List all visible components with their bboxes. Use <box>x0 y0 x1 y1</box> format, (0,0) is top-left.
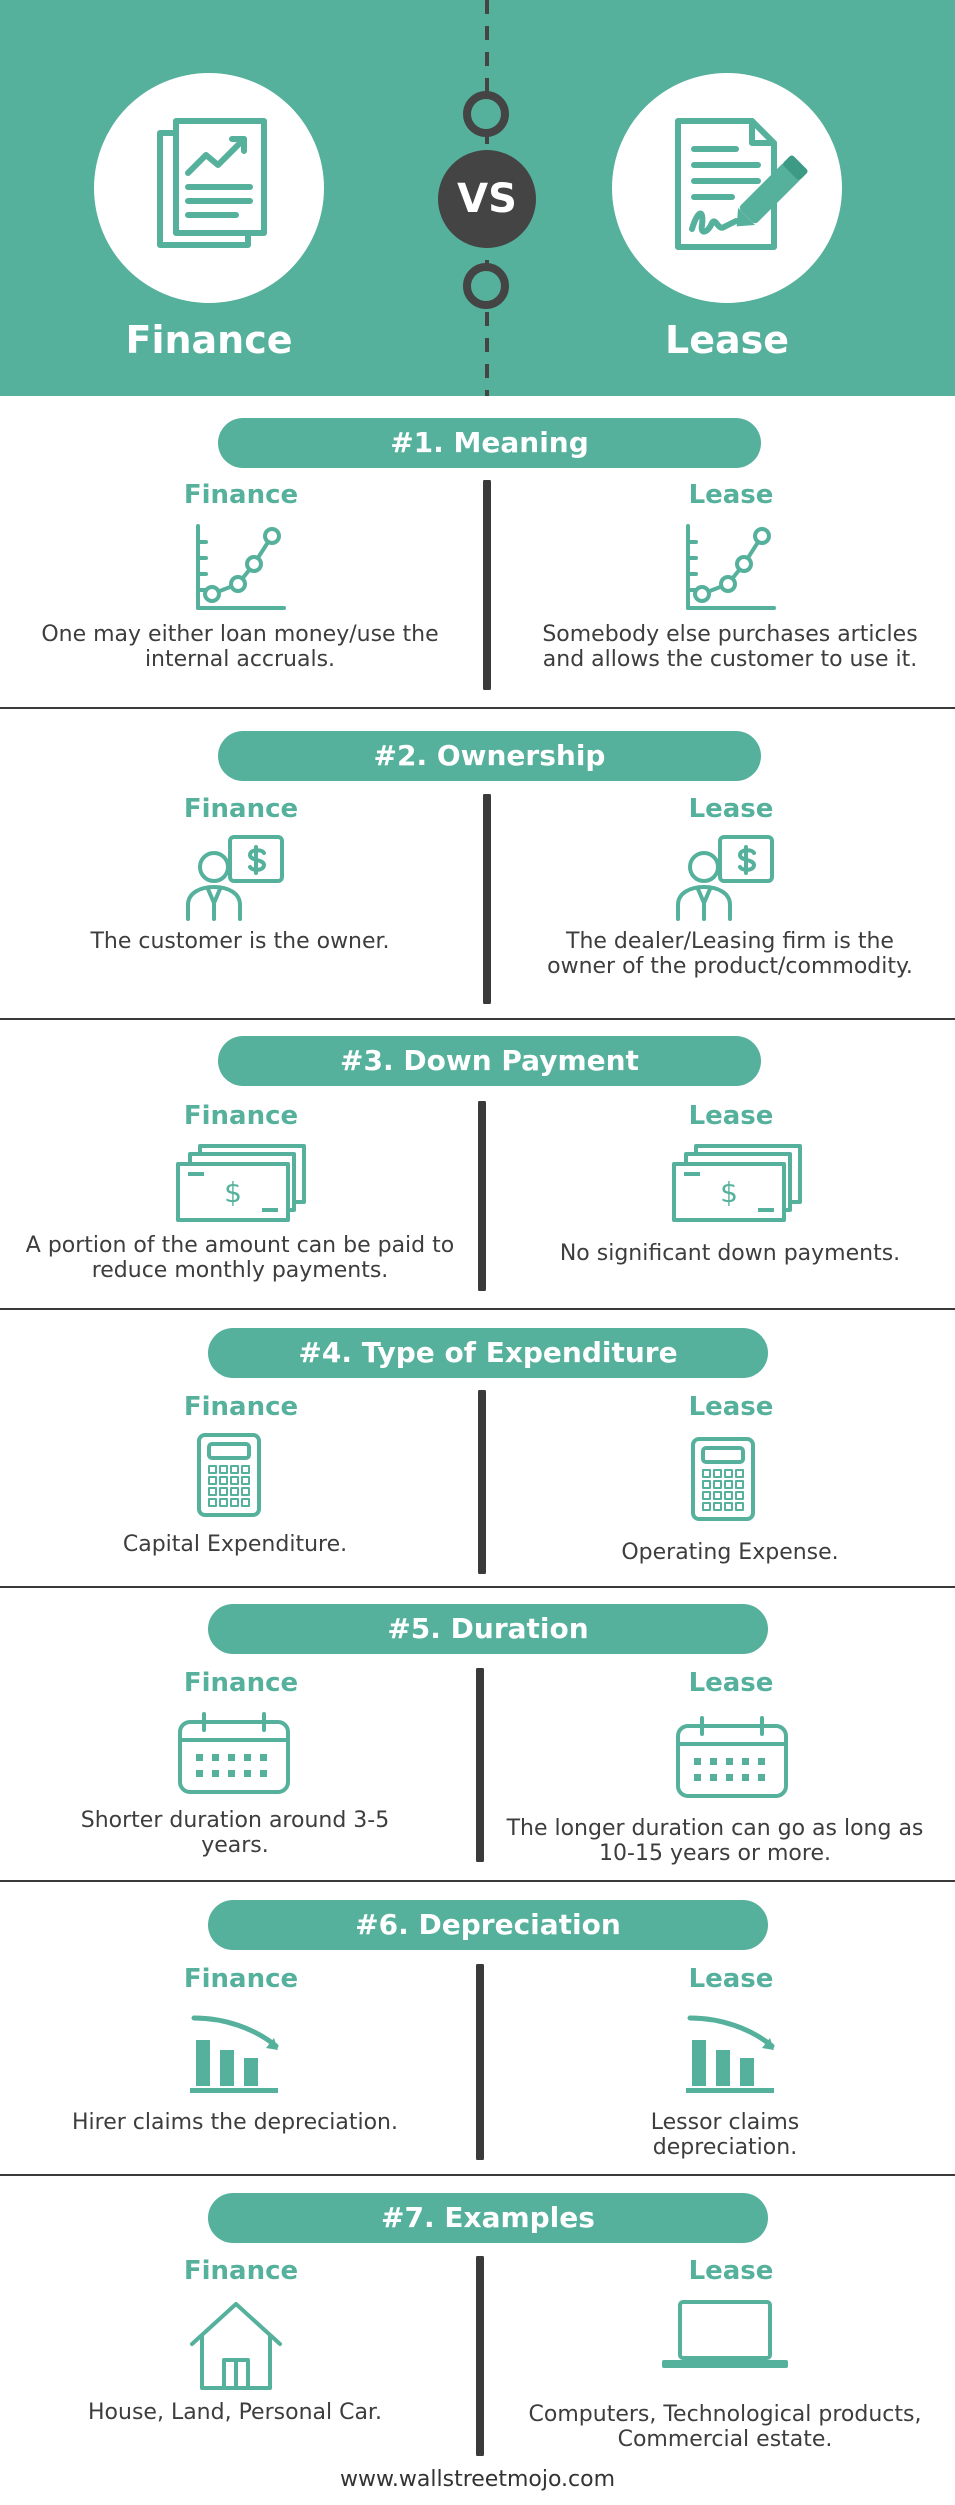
section-meaning: #1. Meaning Finance Lease One may either… <box>0 396 955 709</box>
finance-text: Hirer claims the depreciation. <box>72 2110 398 2135</box>
lease-text: The dealer/Leasing firm is the owner of … <box>547 929 913 979</box>
finance-text: Capital Expenditure. <box>122 1532 348 1557</box>
person-dollar-icon <box>186 835 284 921</box>
lease-title: Lease <box>664 318 790 362</box>
lease-text: The longer duration can go as long as 10… <box>506 1816 924 1866</box>
finance-title: Finance <box>125 318 293 362</box>
column-divider <box>478 1390 486 1574</box>
lease-label: Lease <box>688 1964 774 1994</box>
section-title: #5. Duration <box>208 1604 768 1654</box>
section-title: #4. Type of Expenditure <box>208 1328 768 1378</box>
vs-connector <box>485 0 489 396</box>
lease-label: Lease <box>688 2256 774 2286</box>
vs-badge: VS <box>438 150 536 248</box>
finance-text: Shorter duration around 3-5 years. <box>80 1808 390 1858</box>
lease-circle <box>612 73 842 303</box>
lease-text: Operating Expense. <box>621 1540 839 1565</box>
money-stack-icon: $ <box>672 1144 802 1222</box>
declining-bar-chart-icon <box>190 2015 279 2093</box>
finance-label: Finance <box>183 1101 299 1131</box>
finance-label: Finance <box>183 1392 299 1422</box>
declining-bar-chart-icon <box>686 2015 775 2093</box>
finance-label: Finance <box>183 794 299 824</box>
lease-text: Somebody else purchases articles and all… <box>542 622 918 672</box>
section-duration: #5. Duration Finance Lease <box>0 1588 955 1882</box>
lease-text: Computers, Technological products, Comme… <box>528 2402 922 2452</box>
finance-label: Finance <box>183 480 299 510</box>
calendar-icon <box>178 1712 290 1794</box>
lease-label: Lease <box>688 480 774 510</box>
finance-circle <box>94 73 324 303</box>
lease-contract-pen-icon <box>675 118 808 250</box>
column-divider <box>476 2256 484 2456</box>
header-banner: Finance Lease VS <box>0 0 955 396</box>
money-stack-icon: $ <box>176 1144 306 1222</box>
line-chart-icon <box>196 524 286 610</box>
section-title: #7. Examples <box>208 2193 768 2243</box>
finance-label: Finance <box>183 1668 299 1698</box>
section-title: #6. Depreciation <box>208 1900 768 1950</box>
lease-label: Lease <box>688 1101 774 1131</box>
calculator-icon <box>691 1437 755 1521</box>
lease-label: Lease <box>688 1392 774 1422</box>
finance-text: A portion of the amount can be paid to r… <box>25 1233 455 1283</box>
finance-text: The customer is the owner. <box>90 929 390 954</box>
connector-ring-top <box>463 91 509 137</box>
section-separator <box>0 1880 955 1882</box>
finance-text: House, Land, Personal Car. <box>88 2400 382 2425</box>
column-divider <box>483 480 491 690</box>
calendar-icon <box>676 1716 788 1798</box>
section-title: #2. Ownership <box>218 731 761 781</box>
section-examples: #7. Examples Finance Lease House, Land, … <box>0 2176 955 2465</box>
person-dollar-icon <box>676 835 774 921</box>
finance-label: Finance <box>183 2256 299 2286</box>
finance-document-chart-icon <box>157 118 267 248</box>
connector-ring-bottom <box>463 263 509 309</box>
column-divider <box>478 1101 486 1291</box>
lease-text: Lessor claims depreciation. <box>650 2110 800 2160</box>
section-separator <box>0 1308 955 1310</box>
section-ownership: #2. Ownership Finance Lease The customer… <box>0 709 955 1020</box>
line-chart-icon <box>686 524 776 610</box>
lease-label: Lease <box>688 794 774 824</box>
section-down-payment: #3. Down Payment Finance Lease $ $ A por… <box>0 1020 955 1310</box>
svg-text:$: $ <box>224 1176 242 1209</box>
footer-website[interactable]: www.wallstreetmojo.com <box>339 2467 616 2492</box>
lease-label: Lease <box>688 1668 774 1698</box>
svg-text:$: $ <box>720 1176 738 1209</box>
section-separator <box>0 1018 955 1020</box>
finance-text: One may either loan money/use the intern… <box>41 622 439 672</box>
column-divider <box>483 794 491 1004</box>
section-depreciation: #6. Depreciation Finance Lease Hirer cla <box>0 1882 955 2176</box>
house-icon <box>190 2302 282 2390</box>
laptop-icon <box>662 2300 788 2368</box>
calculator-icon <box>197 1433 261 1517</box>
section-separator <box>0 1586 955 1588</box>
lease-text: No significant down payments. <box>559 1241 901 1266</box>
column-divider <box>476 1964 484 2160</box>
section-separator <box>0 707 955 709</box>
section-type-of-expenditure: #4. Type of Expenditure Finance Lease <box>0 1310 955 1588</box>
section-title: #1. Meaning <box>218 418 761 468</box>
section-title: #3. Down Payment <box>218 1036 761 1086</box>
column-divider <box>476 1668 484 1862</box>
finance-label: Finance <box>183 1964 299 1994</box>
section-separator <box>0 2174 955 2176</box>
